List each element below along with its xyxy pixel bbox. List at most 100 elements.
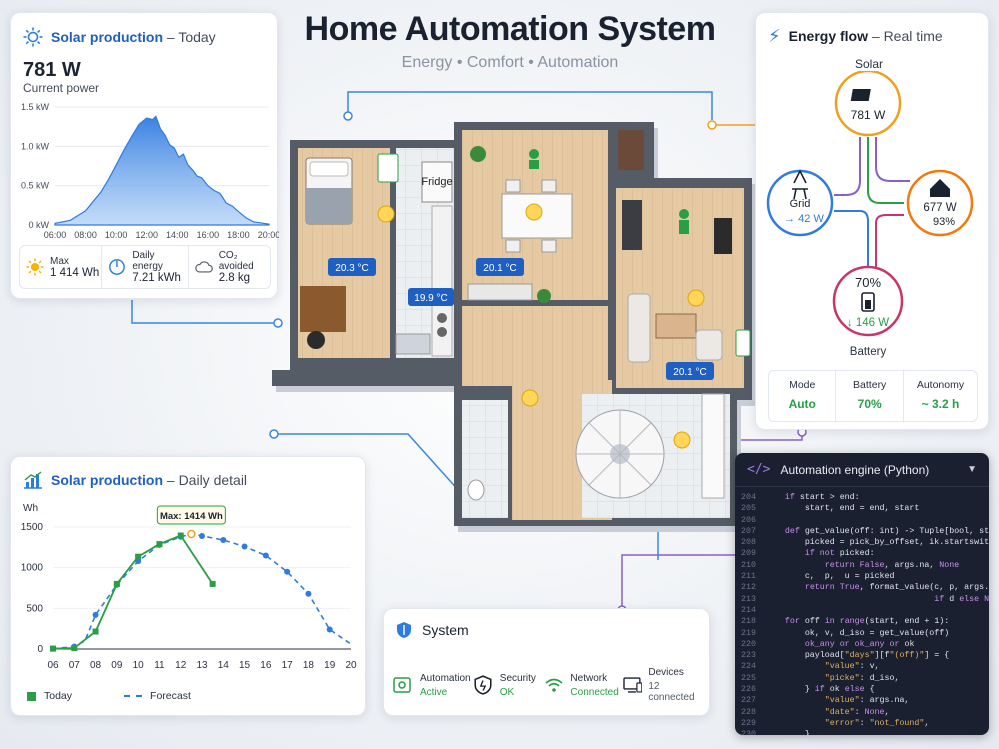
system-title: System: [422, 622, 469, 638]
y-tick-label: 1000: [21, 563, 44, 574]
code-line: 228 "date": None,: [741, 707, 989, 718]
line-number: 209: [741, 549, 756, 559]
line-number: 212: [741, 583, 756, 593]
line-number: 227: [741, 696, 756, 706]
line-text: }: [765, 730, 810, 735]
line-text: return False, args.na, None: [824, 560, 960, 570]
energy-flow-card: ⚡ Energy flow – Real time Solar 781 W Gr…: [755, 12, 989, 430]
code-line: 213 if d else None): [741, 594, 989, 605]
code-line: 230 }: [741, 729, 989, 735]
shield-icon: [397, 622, 411, 638]
today-point: [135, 553, 142, 560]
code-line: 211 c, p, u = picked: [741, 571, 989, 582]
code-line: 205 start, end = end, start: [741, 503, 989, 514]
forecast-point: [220, 537, 227, 544]
svg-text:Fridge: Fridge: [421, 176, 452, 188]
y-tick-label: 1.0 kW: [21, 141, 50, 151]
sun-icon: [23, 27, 43, 47]
line-text: def get_value(off: int) -> Tuple[bool, s…: [784, 526, 989, 536]
energy-flow-diagram: 781 W Grid → 42 W 677 W 93% 70% ↓ 146 W …: [766, 71, 974, 358]
line-number: 218: [741, 617, 756, 627]
solar-today-title: Solar production – Today: [51, 29, 216, 45]
line-text: "value": v,: [824, 662, 880, 672]
chart-icon: [24, 471, 42, 489]
line-number: 223: [741, 651, 756, 661]
line-text: ok_any or ok_any or ok: [804, 639, 915, 649]
line-text: picked = pick_by_offset, ik.startswith(o…: [804, 538, 989, 548]
lightning-icon: ⚡: [768, 26, 781, 46]
svg-text:677 W: 677 W: [923, 202, 956, 214]
line-number: 230: [741, 730, 756, 735]
x-tick-label: 09: [111, 660, 123, 671]
chevron-down-icon[interactable]: ▼: [967, 464, 977, 475]
svg-text:Battery: Battery: [850, 346, 887, 358]
sun-icon: [26, 258, 44, 276]
daily-legend: Today Forecast: [27, 690, 191, 702]
max-annotation: Max: 1414 Wh: [160, 511, 223, 522]
code-line: 207 def get_value(off: int) -> Tuple[boo…: [741, 526, 989, 537]
line-number: 207: [741, 526, 756, 536]
legend-today-swatch: [27, 691, 36, 701]
current-power-value: 781 W: [23, 59, 81, 81]
line-number: 229: [741, 718, 756, 728]
gauge-icon: [109, 259, 126, 275]
line-text: "picke": d_iso,: [824, 673, 900, 683]
line-number: 208: [741, 538, 756, 548]
x-tick-label: 19: [324, 660, 336, 671]
svg-text:781 W: 781 W: [851, 108, 886, 122]
code-line: 206: [741, 515, 989, 526]
x-tick-label: 14: [218, 660, 230, 671]
today-point: [92, 628, 99, 635]
solar-today-header: Solar production – Today: [23, 27, 216, 47]
line-text: start, end = end, start: [765, 504, 920, 514]
today-point: [156, 541, 163, 548]
line-text: if not picked:: [804, 549, 875, 559]
forecast-point: [305, 590, 312, 597]
y-tick-label: 1500: [21, 522, 44, 533]
forecast-point: [262, 552, 269, 559]
line-text: "value": args.na,: [824, 696, 910, 706]
x-tick-label: 16: [260, 660, 272, 671]
line-number: 205: [741, 504, 756, 514]
y-tick-label: 0.5 kW: [21, 181, 50, 191]
y-axis-label: Wh: [23, 503, 38, 514]
energy-flow-header: ⚡ Energy flow – Real time: [768, 27, 943, 45]
engine-header[interactable]: </> Automation engine (Python) ▼: [735, 453, 989, 487]
solar-daily-title: Solar production – Daily detail: [51, 472, 248, 488]
line-text: ok, v, d_iso = get_value(off): [765, 628, 950, 638]
line-text: if start > end:: [784, 493, 860, 502]
x-tick-label: 20:00: [258, 230, 279, 239]
wifi-icon: [545, 678, 563, 692]
code-line: 223 payload["days"][f"(off)"] = {: [741, 650, 989, 661]
today-line: [52, 534, 214, 650]
production-area: [54, 115, 270, 226]
code-line: 226 } if ok else {: [741, 684, 989, 695]
summary-autonomy: Autonomy ~ 3.2 h: [916, 379, 965, 411]
code-line: 227 "value": args.na,: [741, 695, 989, 706]
max-marker: [187, 529, 196, 539]
page-title: Home Automation System: [304, 10, 716, 48]
automation-icon: [393, 677, 411, 693]
line-number: 213: [741, 594, 756, 604]
forecast-point: [326, 626, 333, 633]
line-number: 228: [741, 707, 756, 717]
x-tick-label: 18:00: [227, 230, 250, 239]
x-tick-label: 16:00: [197, 230, 220, 239]
code-icon: </>: [747, 462, 771, 477]
x-tick-label: 10:00: [105, 230, 128, 239]
solar-node-label: Solar: [854, 57, 883, 71]
x-tick-label: 15: [239, 660, 251, 671]
legend-forecast-swatch: [124, 695, 143, 697]
solar-daily-header: Solar production – Daily detail: [23, 471, 247, 489]
